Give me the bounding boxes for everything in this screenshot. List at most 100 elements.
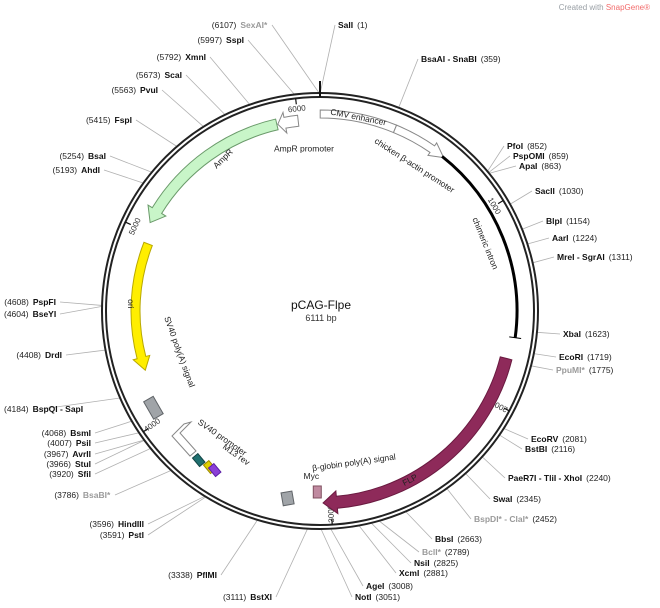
site-ppumi: PpuMI*(1775)	[556, 365, 614, 375]
site-name: BsaBI*	[83, 490, 111, 500]
m13-feature	[207, 462, 222, 478]
ori-label: ori	[126, 299, 136, 309]
leader-pfoi	[487, 145, 505, 172]
snapgene-watermark: Created with SnapGene®	[559, 3, 650, 12]
site-sspi: (5997)SspI	[197, 35, 244, 45]
site-position: (2345)	[516, 494, 541, 504]
tick-5000	[125, 221, 132, 226]
brand-prefix: Created with	[558, 3, 606, 12]
site-stui: (3966)StuI	[46, 459, 91, 469]
leader-blpi	[521, 220, 544, 230]
site-name: PflMI	[197, 570, 217, 580]
site-apai: ApaI(863)	[519, 161, 561, 171]
plasmid-size: 6111 bp	[305, 313, 336, 323]
brand-product: SnapGene®	[605, 3, 650, 12]
site-position: (863)	[541, 161, 561, 171]
site-position: (4604)	[4, 309, 29, 319]
ori-feature	[130, 241, 153, 372]
site-sacii: SacII (1030)	[535, 186, 584, 196]
site-position: (2081)	[562, 434, 587, 444]
site-name: SalI	[338, 20, 353, 30]
myc-feature	[312, 485, 322, 499]
site-name: BseYI	[33, 309, 57, 319]
leader-drdi	[65, 349, 106, 356]
sv40pa-feature	[142, 395, 164, 420]
site-bspdi-clai: BspDI* - ClaI*(2452)	[474, 514, 557, 524]
intron-end-tick	[509, 336, 522, 340]
site-ecorv: EcoRV(2081)	[531, 434, 587, 444]
site-name: PvuI	[140, 85, 158, 95]
leader-pflmi	[220, 519, 258, 576]
site-nsii: NsiI(2825)	[414, 558, 458, 568]
sv40p-label: SV40 promoter	[196, 417, 249, 458]
site-position: (1623)	[585, 329, 610, 339]
site-position: (3008)	[388, 581, 413, 591]
site-position: (1224)	[573, 233, 598, 243]
site-position: (2116)	[551, 444, 575, 454]
site-bstxi: (3111)BstXI	[223, 592, 272, 602]
site-name: BsmI	[70, 428, 91, 438]
site-pvui: (5563)PvuI	[111, 85, 158, 95]
site-name: XmnI	[185, 52, 206, 62]
restriction-site-labels: SalI(1)(6107)SexAI*(5997)SspI(5792)XmnI(…	[4, 20, 633, 602]
leader-bsai	[109, 155, 152, 173]
site-position: (3920)	[49, 469, 74, 479]
site-position: (3591)	[100, 530, 125, 540]
site-name: StuI	[75, 459, 91, 469]
site-avrii: (3967)AvrII	[44, 449, 91, 459]
bglob-feature	[280, 490, 295, 507]
site-position: (5254)	[59, 151, 84, 161]
site-position: (1)	[357, 20, 368, 30]
cmv-label: CMV enhancer	[330, 107, 388, 128]
site-ecori: EcoRI(1719)	[559, 352, 612, 362]
site-position: (1311)	[609, 252, 633, 262]
site-position: (4408)	[16, 350, 41, 360]
sv40p-feature	[171, 420, 197, 457]
site-name: PsiI	[76, 438, 91, 448]
site-position: (1030)	[559, 186, 584, 196]
sv40pa-label: SV40 poly(A) signal	[162, 315, 197, 389]
leader-sspi	[247, 39, 295, 95]
site-name: EcoRI	[559, 352, 583, 362]
leader-xmni	[209, 56, 251, 105]
site-position: (4068)	[42, 428, 67, 438]
leader-aari	[527, 237, 550, 245]
site-ahdi: (5193)AhdI	[53, 165, 100, 175]
leader-scai	[185, 74, 226, 116]
leader-pvui	[161, 89, 204, 127]
site-position: (359)	[481, 54, 501, 64]
site-position: (4184)	[4, 404, 29, 414]
leader-sacii	[509, 190, 533, 205]
leader-paer7i-tlii-xhoi	[481, 456, 506, 479]
leader-hindiii	[147, 495, 206, 525]
site-name: SacII	[535, 186, 555, 196]
site-name: DrdI	[45, 350, 62, 360]
site-bseyi: (4604) BseYI	[4, 309, 56, 319]
site-position: (6107)	[212, 20, 237, 30]
amprp-feature	[277, 110, 300, 135]
leader-mrei-sgrai	[532, 256, 555, 264]
site-fspi: (5415)FspI	[86, 115, 132, 125]
leader-swai	[465, 473, 491, 500]
site-name: SexAI*	[240, 20, 268, 30]
site-pspfi: (4608)PspFI	[4, 297, 56, 307]
leader-bcli	[378, 520, 420, 553]
tick-1000	[497, 199, 504, 205]
site-name: EcoRV	[531, 434, 559, 444]
leader-avrii	[94, 439, 145, 455]
tick-label: 3000	[326, 504, 336, 523]
leader-bsmi	[94, 420, 133, 434]
site-xcmi: XcmI(2881)	[399, 568, 448, 578]
site-name: BbsI	[435, 534, 453, 544]
tick-label: 4000	[142, 416, 162, 434]
site-name: AarI	[552, 233, 569, 243]
site-swai: SwaI(2345)	[493, 494, 541, 504]
site-drdi: (4408) DrdI	[16, 350, 62, 360]
site-leader-lines	[41, 24, 561, 598]
leader-bseyi	[59, 305, 103, 315]
site-position: (4608)	[4, 297, 29, 307]
site-name: BsaI	[88, 151, 106, 161]
site-name: BlpI	[546, 216, 562, 226]
site-bsaai-snabi: BsaAI - SnaBI(359)	[421, 54, 501, 64]
